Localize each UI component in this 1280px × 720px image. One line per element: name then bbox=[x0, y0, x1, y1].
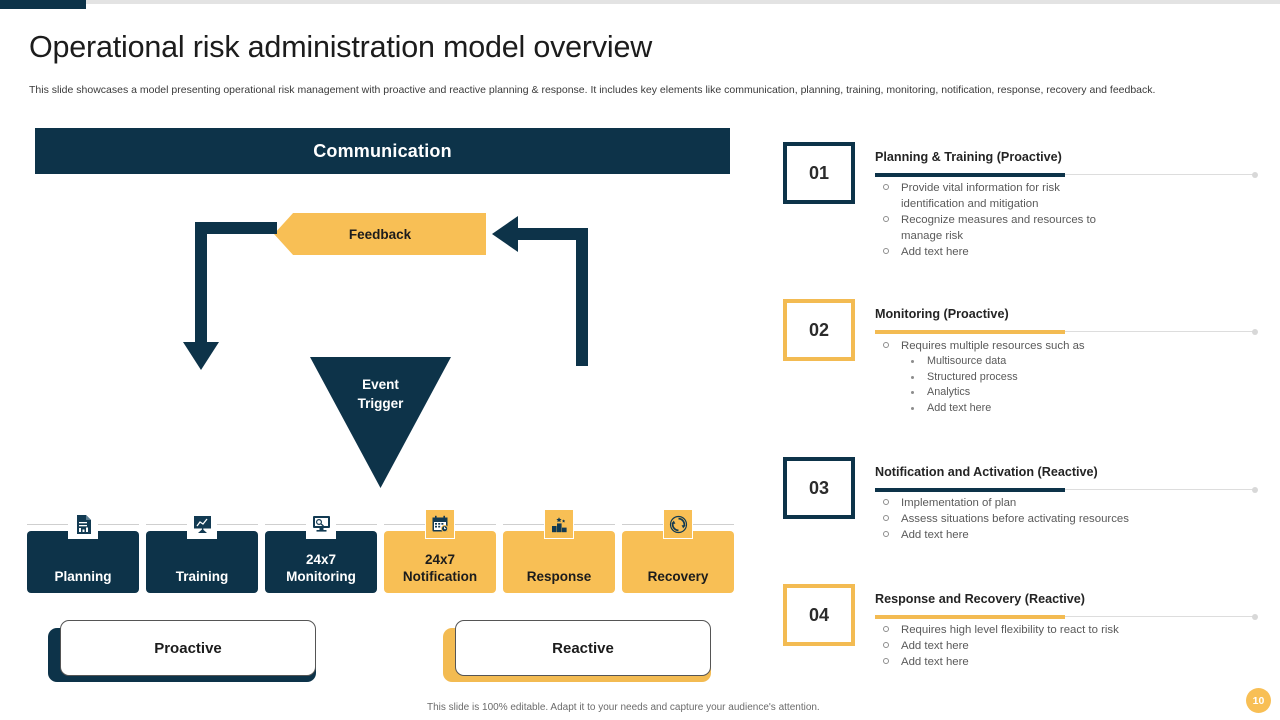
step-number: 01 bbox=[808, 162, 830, 183]
list-item: Requires high level flexibility to react… bbox=[875, 622, 1215, 638]
slide-subtitle: This slide showcases a model presenting … bbox=[29, 84, 1156, 96]
step-bullet-list: Requires high level flexibility to react… bbox=[875, 622, 1215, 670]
feedback-chevron: Feedback bbox=[274, 213, 486, 255]
step-rail-fill bbox=[875, 487, 1065, 492]
sub-list-item: Add text here bbox=[901, 401, 1175, 417]
communication-label: Communication bbox=[313, 140, 452, 161]
step-bullet-list: Provide vital information for risk ident… bbox=[875, 180, 1125, 260]
bullet-marker bbox=[883, 248, 889, 255]
process-box-response[interactable]: Response bbox=[503, 531, 615, 593]
bullet-marker bbox=[883, 216, 889, 223]
step-subbullet-list: Multisource data Structured process Anal… bbox=[901, 354, 1175, 416]
communication-banner: Communication bbox=[35, 128, 730, 174]
bullet-marker bbox=[883, 342, 889, 348]
list-item: Add text here bbox=[875, 527, 1215, 543]
step-rail bbox=[875, 328, 1258, 335]
proactive-label: Proactive bbox=[154, 639, 222, 657]
step-bullet-list: Implementation of plan Assess situations… bbox=[875, 495, 1215, 543]
top-accent-bar bbox=[0, 0, 86, 9]
bullet-marker bbox=[883, 515, 889, 522]
process-label: Recovery bbox=[647, 569, 709, 584]
step-rail-dot bbox=[1252, 171, 1258, 178]
step-number: 03 bbox=[808, 477, 830, 498]
subbullet-marker bbox=[911, 375, 914, 379]
calendar-icon bbox=[425, 509, 455, 539]
left-elbow-arrow bbox=[183, 222, 277, 370]
presentation-board-icon bbox=[187, 509, 217, 539]
step-rail-dot bbox=[1252, 486, 1258, 493]
subbullet-marker bbox=[911, 360, 914, 364]
step-rail bbox=[875, 486, 1258, 493]
proactive-group[interactable]: Proactive bbox=[48, 620, 316, 682]
top-rule-divider bbox=[0, 0, 1280, 4]
reactive-label: Reactive bbox=[552, 639, 614, 657]
page-title: Operational risk administration model ov… bbox=[29, 30, 653, 64]
event-trigger-label: Event Trigger bbox=[310, 375, 451, 413]
list-item: Recognize measures and resources to mana… bbox=[875, 212, 1125, 244]
reactive-group[interactable]: Reactive bbox=[443, 620, 711, 682]
process-box-recovery[interactable]: Recovery bbox=[622, 531, 734, 593]
step-rail bbox=[875, 613, 1258, 620]
event-trigger-shape: Event Trigger bbox=[310, 357, 451, 488]
event-trigger-line2: Trigger bbox=[357, 396, 404, 411]
subbullet-marker bbox=[911, 391, 914, 395]
reactive-pill[interactable]: Reactive bbox=[455, 620, 711, 676]
process-box-planning[interactable]: Planning bbox=[27, 531, 139, 593]
process-box-monitoring[interactable]: 24x7 Monitoring bbox=[265, 531, 377, 593]
step-rail-fill bbox=[875, 614, 1065, 619]
list-item: Add text here bbox=[875, 244, 1125, 260]
podium-winner-icon bbox=[544, 509, 574, 539]
bullet-marker bbox=[883, 642, 889, 649]
step-number-badge: 04 bbox=[783, 584, 855, 646]
bullet-marker bbox=[883, 626, 889, 632]
step-bullet-list: Requires multiple resources such as Mult… bbox=[875, 338, 1175, 416]
process-label: 24x7 Notification bbox=[402, 552, 478, 584]
step-number-badge: 02 bbox=[783, 299, 855, 361]
list-item: Implementation of plan bbox=[875, 495, 1215, 511]
page-number-badge: 10 bbox=[1246, 688, 1271, 713]
feedback-label: Feedback bbox=[348, 226, 412, 242]
step-heading: Monitoring (Proactive) bbox=[875, 307, 1009, 321]
step-rail-dot bbox=[1252, 328, 1258, 335]
step-rail-fill bbox=[875, 172, 1065, 177]
sub-list-item: Analytics bbox=[901, 385, 1175, 401]
step-heading: Notification and Activation (Reactive) bbox=[875, 465, 1098, 479]
process-label: Planning bbox=[54, 569, 112, 584]
right-elbow-arrow bbox=[492, 216, 588, 366]
bullet-marker bbox=[883, 658, 889, 665]
step-number-badge: 03 bbox=[783, 457, 855, 519]
bullet-marker bbox=[883, 499, 889, 505]
step-number: 04 bbox=[808, 604, 830, 625]
footer-note: This slide is 100% editable. Adapt it to… bbox=[427, 702, 820, 713]
list-item: Add text here bbox=[875, 654, 1215, 670]
sub-list-item: Structured process bbox=[901, 370, 1175, 386]
sub-list-item: Multisource data bbox=[901, 354, 1175, 370]
step-rail bbox=[875, 171, 1258, 178]
list-item: Add text here bbox=[875, 638, 1215, 654]
subbullet-marker bbox=[911, 406, 914, 410]
report-document-icon bbox=[68, 509, 98, 539]
event-trigger-line1: Event bbox=[362, 377, 399, 392]
bullet-marker bbox=[883, 531, 889, 538]
process-label: Training bbox=[175, 569, 229, 584]
monitor-screen-icon bbox=[306, 509, 336, 539]
process-label: 24x7 Monitoring bbox=[286, 552, 356, 584]
step-rail-dot bbox=[1252, 613, 1258, 620]
step-number: 02 bbox=[808, 319, 830, 340]
bullet-marker bbox=[883, 184, 889, 190]
list-item: Assess situations before activating reso… bbox=[875, 511, 1215, 527]
list-item: Provide vital information for risk ident… bbox=[875, 180, 1125, 212]
list-item: Requires multiple resources such as Mult… bbox=[875, 338, 1175, 416]
step-number-badge: 01 bbox=[783, 142, 855, 204]
recycle-refresh-icon bbox=[663, 509, 693, 539]
process-box-notification[interactable]: 24x7 Notification bbox=[384, 531, 496, 593]
proactive-pill[interactable]: Proactive bbox=[60, 620, 316, 676]
process-label: Response bbox=[526, 569, 592, 584]
step-heading: Planning & Training (Proactive) bbox=[875, 150, 1062, 164]
process-box-training[interactable]: Training bbox=[146, 531, 258, 593]
step-heading: Response and Recovery (Reactive) bbox=[875, 592, 1085, 606]
step-rail-fill bbox=[875, 329, 1065, 334]
